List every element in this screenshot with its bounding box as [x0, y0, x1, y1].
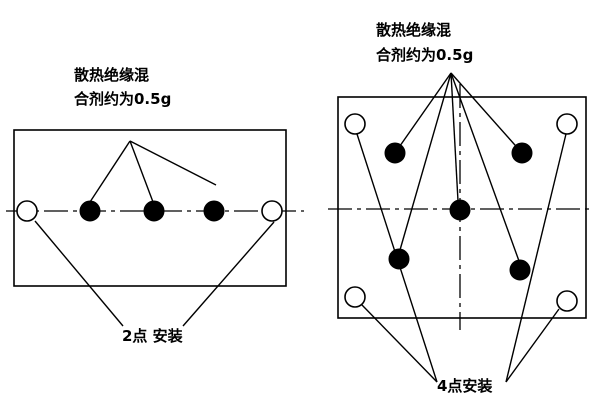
- mount-hole-left: [16, 200, 38, 222]
- mount-leader-bottom-right: [505, 308, 560, 383]
- grease-leader-3: [129, 140, 217, 186]
- mount-leader-top-right: [505, 133, 567, 383]
- mount-hole-right: [261, 200, 283, 222]
- mount-leader-left: [34, 220, 124, 327]
- grease-dot-center: [449, 199, 471, 221]
- grease-leader-center: [450, 72, 459, 202]
- grease-dot-1: [79, 200, 101, 222]
- grease-label-line1-right: 散热绝缘混: [376, 21, 451, 39]
- grease-dot-bottom-left: [388, 248, 410, 270]
- four-point-board: [337, 96, 587, 319]
- mount-leader-top-left: [356, 133, 438, 383]
- grease-label-line2-right: 合剂约为0.5g: [375, 46, 473, 64]
- grease-leader-top-right: [450, 72, 523, 154]
- two-point-mounting: 散热绝缘混 合剂约为0.5g 2点 安装: [6, 66, 304, 345]
- mount-label: 2点 安装: [122, 327, 184, 345]
- grease-dot-bottom-right: [509, 259, 531, 281]
- grease-dot-2: [143, 200, 165, 222]
- grease-leader-2: [129, 140, 154, 203]
- mount-leader-right: [182, 221, 275, 327]
- grease-leader-1: [89, 140, 131, 203]
- mount-leader-bottom-left: [361, 304, 438, 383]
- mount-hole-bottom-right: [556, 290, 578, 312]
- grease-leader-bottom-left: [399, 72, 452, 251]
- four-point-mounting: 散热绝缘混 合剂约为0.5g 4点安装: [328, 21, 594, 395]
- grease-label-line1: 散热绝缘混: [74, 66, 149, 84]
- grease-label-line2: 合剂约为0.5g: [73, 90, 171, 108]
- grease-dot-3: [203, 200, 225, 222]
- grease-leader-bottom-right: [450, 72, 520, 262]
- mount-hole-bottom-left: [344, 286, 366, 308]
- mount-label-right: 4点安装: [437, 377, 493, 395]
- mount-hole-top-left: [344, 113, 366, 135]
- two-point-board: [13, 129, 287, 287]
- mount-hole-top-right: [556, 113, 578, 135]
- grease-leader-top-left: [394, 72, 452, 154]
